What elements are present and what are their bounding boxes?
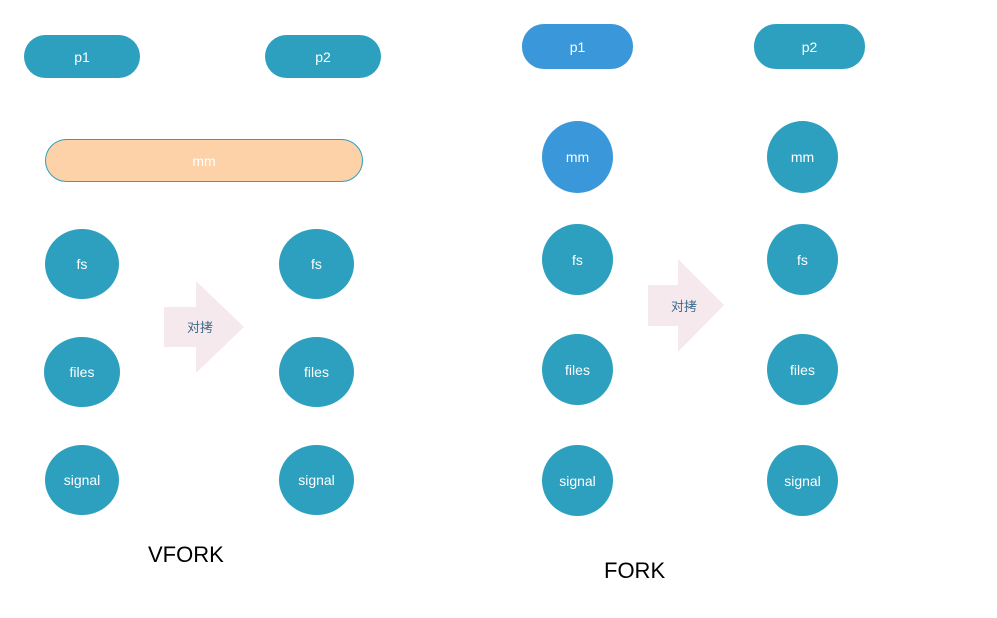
fork-copy-label: 对拷 [671, 299, 698, 314]
fork-left-files-node: files [542, 334, 613, 405]
fork-left-signal-node: signal [542, 445, 613, 516]
fork-left-fs-node: fs [542, 224, 613, 295]
fork-right-mm-node: mm [767, 121, 838, 193]
vfork-right-files-node: files [279, 337, 354, 407]
fork-copy-arrow-icon [648, 259, 724, 352]
fork-p1-node: p1 [522, 24, 633, 69]
fork-caption: FORK [604, 558, 666, 583]
fork-left-mm-node: mm [542, 121, 613, 193]
vfork-copy-label: 对拷 [187, 320, 214, 335]
vfork-left-files-node: files [44, 337, 120, 407]
vfork-copy-arrow-icon [164, 281, 244, 373]
vfork-caption: VFORK [148, 542, 224, 567]
fork-right-fs-node: fs [767, 224, 838, 295]
fork-right-signal-node: signal [767, 445, 838, 516]
vfork-p2-node: p2 [265, 35, 381, 78]
vfork-p1-node: p1 [24, 35, 140, 78]
vfork-right-fs-node: fs [279, 229, 354, 299]
fork-p2-node: p2 [754, 24, 865, 69]
vfork-shared-mm-node: mm [45, 139, 363, 182]
vfork-left-signal-node: signal [45, 445, 119, 515]
fork-right-files-node: files [767, 334, 838, 405]
vfork-right-signal-node: signal [279, 445, 354, 515]
vfork-left-fs-node: fs [45, 229, 119, 299]
